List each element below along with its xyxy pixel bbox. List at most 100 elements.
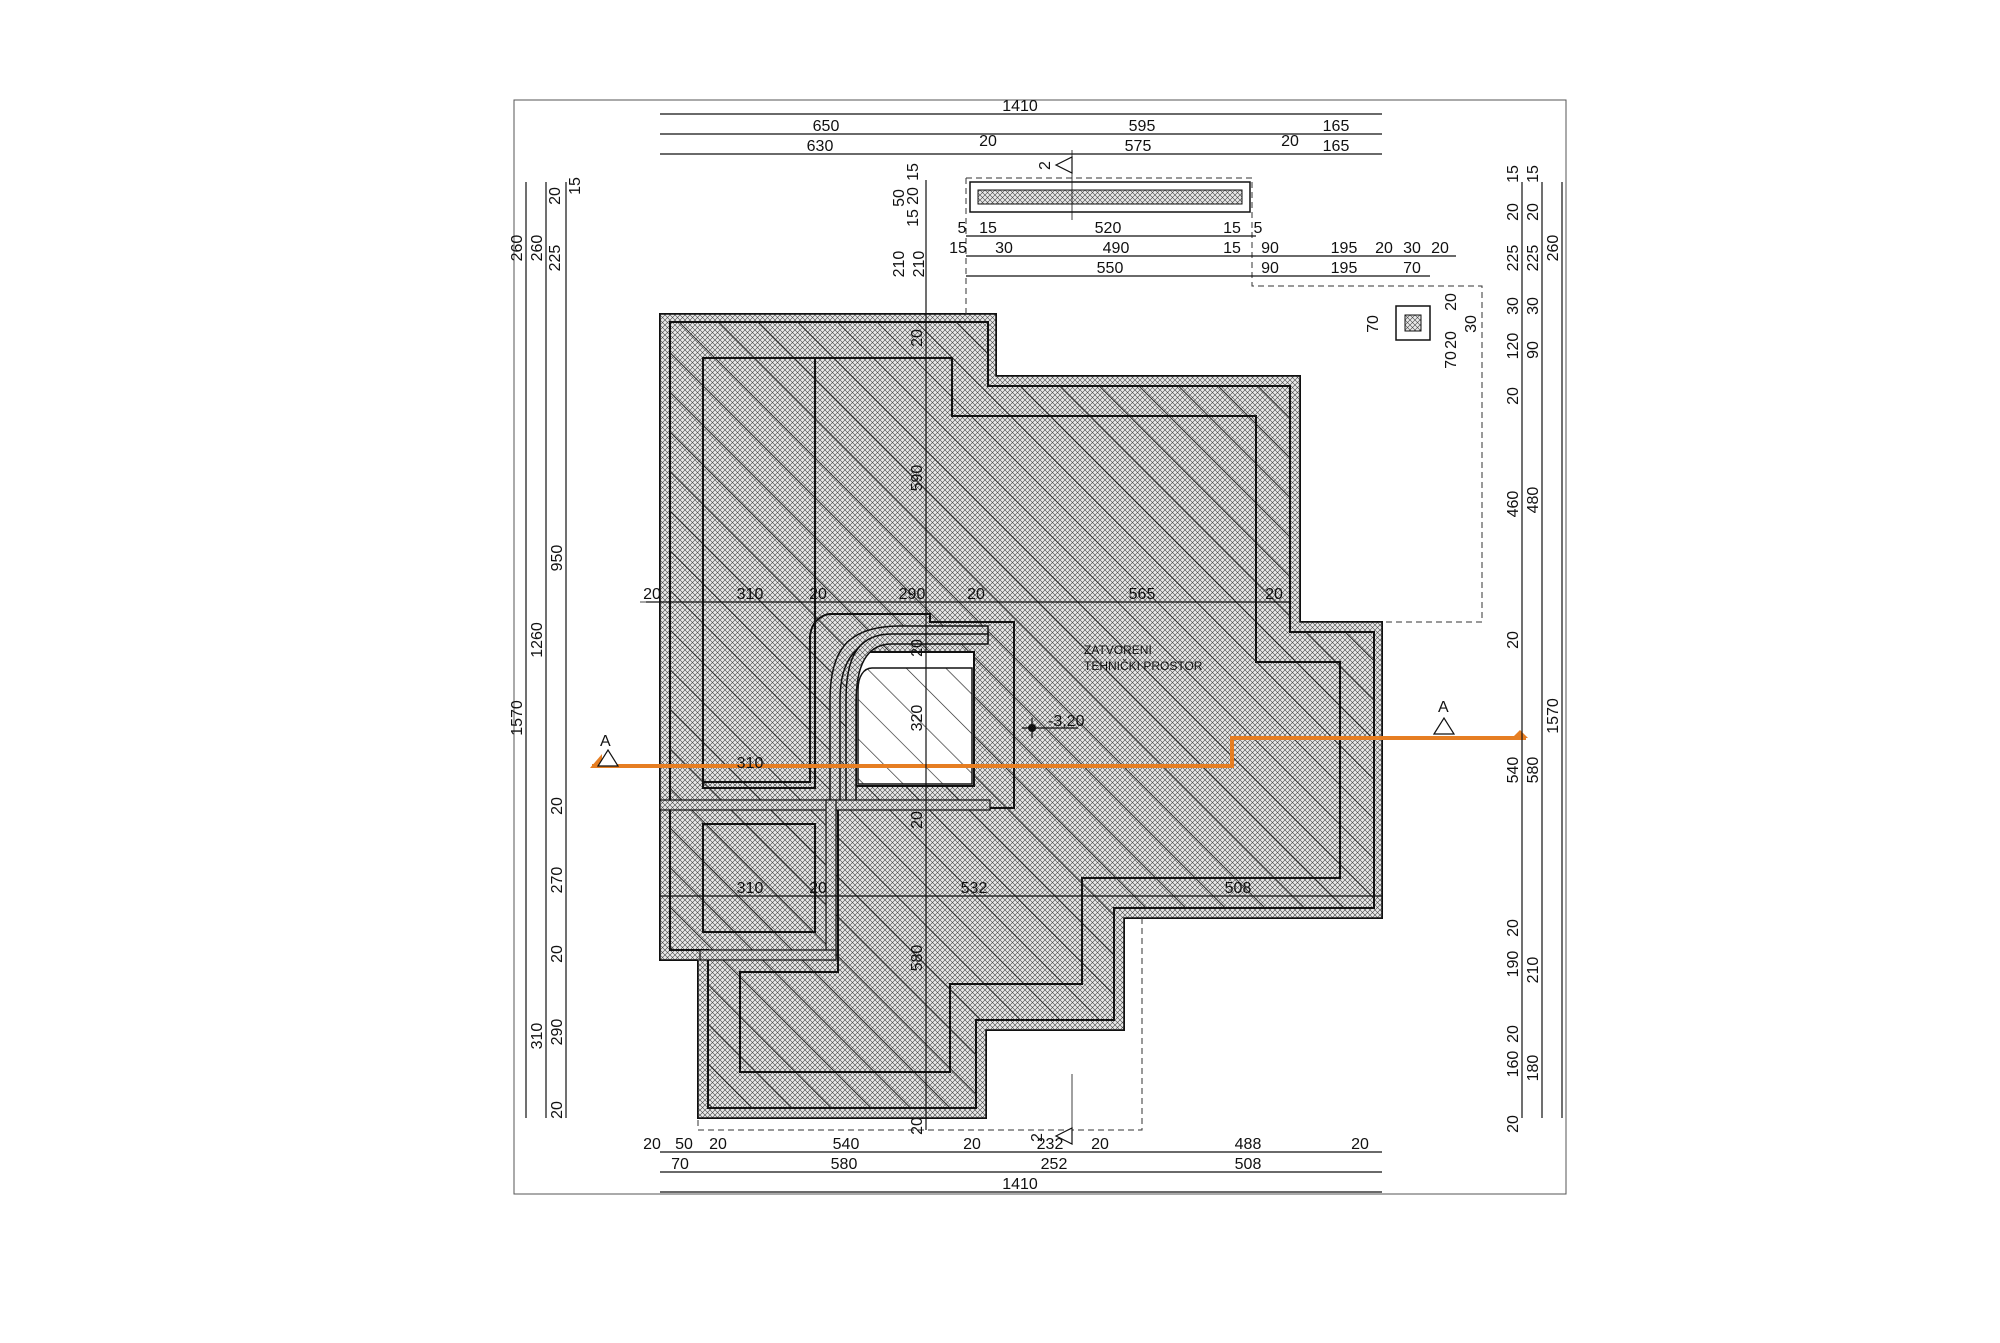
dimension-label: 160	[1505, 1051, 1522, 1078]
dimension-label: 252	[1041, 1156, 1068, 1173]
dimension-label: 20	[643, 1136, 661, 1153]
dimension-label: 650	[813, 118, 840, 135]
dims-right-col-2: 15 20 225 30 90 480 580 210 180	[1525, 165, 1542, 1081]
dimension-label: 310	[737, 755, 764, 772]
dimension-label: 508	[1225, 880, 1252, 897]
dims-top-row-1: 1410	[1002, 98, 1038, 115]
dimension-label: 1570	[1545, 698, 1562, 734]
dimension-label: 70	[1403, 260, 1421, 277]
dimension-label: 20	[979, 133, 997, 150]
dimension-label: 20	[549, 945, 566, 963]
dimension-label: 520	[1095, 220, 1122, 237]
dimension-label: 20	[549, 797, 566, 815]
section-arrow-right	[1432, 716, 1456, 735]
dimension-label: 5	[958, 220, 967, 237]
dimension-label: 15	[1505, 165, 1522, 183]
dims-left-col-5: 15	[567, 177, 584, 195]
dimension-label: 165	[1323, 118, 1350, 135]
dimension-label: 30	[995, 240, 1013, 257]
dimension-label: 1260	[529, 622, 546, 658]
stair-fill	[977, 189, 1243, 205]
dimension-label: 20	[909, 811, 926, 829]
dimension-label: 508	[1235, 1156, 1262, 1173]
dimension-label: 20	[1431, 240, 1449, 257]
dimension-label: 20	[1375, 240, 1393, 257]
dimension-label: 30	[1525, 297, 1542, 315]
section-line-a	[592, 736, 1526, 768]
dimension-label: 20	[1525, 203, 1542, 221]
dimension-label: 15	[1525, 165, 1542, 183]
dimension-label: 20	[709, 1136, 727, 1153]
dimension-label: 950	[549, 545, 566, 572]
dimension-label: 20	[1505, 631, 1522, 649]
dimension-label: 210	[1525, 957, 1542, 984]
section-2-label-bottom: 2	[1029, 1133, 1046, 1142]
dimension-label: 540	[1505, 757, 1522, 784]
dimension-label: 540	[833, 1136, 860, 1153]
dashed-outline-lower	[697, 918, 1143, 1131]
room-label-line1: ZATVORENI	[1084, 643, 1152, 657]
dimension-label: 180	[1525, 1055, 1542, 1082]
dimension-label: 480	[1525, 487, 1542, 514]
dimension-label: 1410	[1002, 1176, 1038, 1193]
inner-pit-hatch	[857, 667, 973, 785]
dimension-label: 580	[1525, 757, 1542, 784]
dimension-label: 20	[909, 639, 926, 657]
dimension-label: 165	[1323, 138, 1350, 155]
dimension-label: 1410	[1002, 98, 1038, 115]
dimension-label: 290	[549, 1019, 566, 1046]
dimension-label: 30	[1505, 297, 1522, 315]
section-2-label-top: 2	[1037, 161, 1054, 170]
dimension-label: 20	[1505, 203, 1522, 221]
dims-top-row-2: 650 595 165	[813, 118, 1350, 135]
dimension-label: 20	[1091, 1136, 1109, 1153]
sheet-frame	[513, 99, 1567, 1195]
small-room	[702, 823, 816, 933]
room-label-line2: TEHNIČKI PROSTOR	[1084, 658, 1203, 673]
dimension-label: 575	[1125, 138, 1152, 155]
partition-wall-v	[825, 799, 837, 961]
dimension-label: 225	[547, 245, 564, 272]
dimension-label: 490	[1103, 240, 1130, 257]
dimension-label: 580	[831, 1156, 858, 1173]
section-2-arrow-top	[1054, 156, 1073, 174]
foundation-inner-outline	[702, 357, 1341, 1073]
dims-bottom-row-3: 1410	[1002, 1176, 1038, 1193]
dimension-label: 225	[1525, 245, 1542, 272]
section-label-right: A	[1438, 699, 1449, 716]
dimension-label: 50	[675, 1136, 693, 1153]
dimension-label: 20	[1505, 1115, 1522, 1133]
dimension-label: 310	[529, 1023, 546, 1050]
dimension-label: 30	[1403, 240, 1421, 257]
dimension-label: 595	[1129, 118, 1156, 135]
section-label-left: A	[600, 733, 611, 750]
dimension-label: 550	[1097, 260, 1124, 277]
dimension-label: 20	[905, 187, 922, 205]
dimension-label: 20	[809, 880, 827, 897]
dimension-label: 70	[671, 1156, 689, 1173]
dimension-label: 20	[1505, 1025, 1522, 1043]
dimension-label: 210	[891, 251, 908, 278]
dimension-label: 20	[643, 586, 661, 603]
dimension-label: 15	[905, 163, 922, 181]
dimension-label: 70	[1365, 315, 1382, 333]
dimension-label: 15	[1223, 220, 1241, 237]
dimension-label: 90	[1525, 341, 1542, 359]
dimension-label: 310	[737, 586, 764, 603]
dimension-label: 20	[909, 1117, 926, 1135]
dimension-label: 630	[807, 138, 834, 155]
dimension-label: 20	[963, 1136, 981, 1153]
dimension-label: 460	[1505, 491, 1522, 518]
